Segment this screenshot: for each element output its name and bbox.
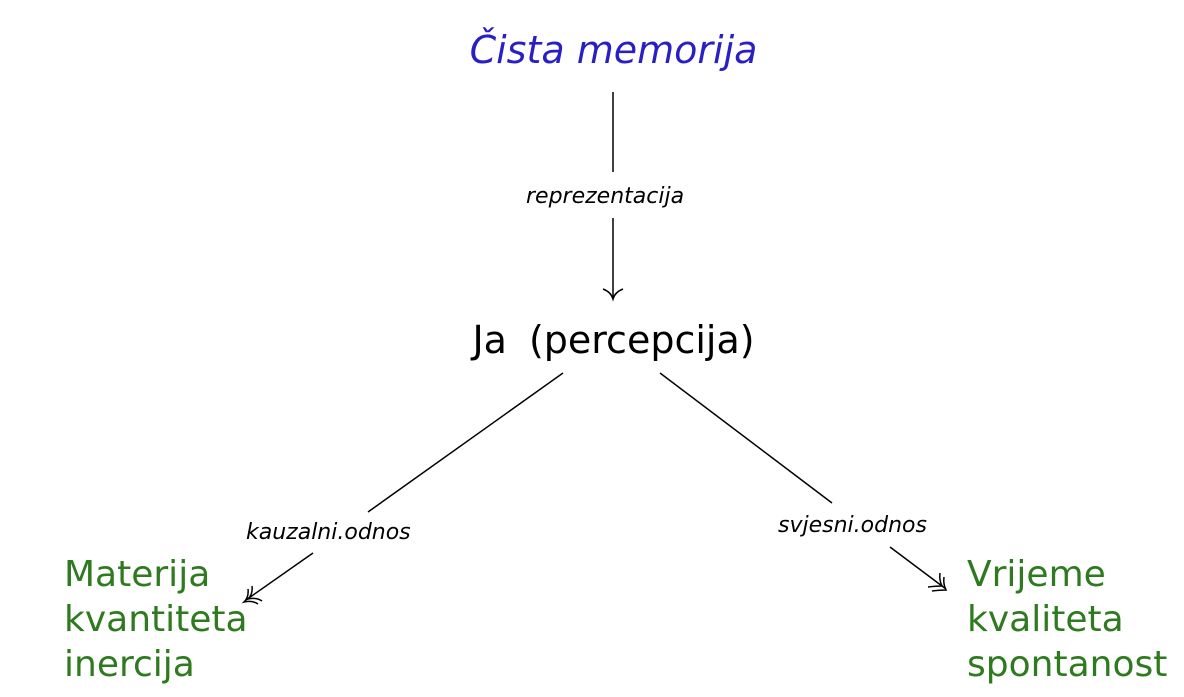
node-vrijeme: Vrijeme kvaliteta spontanost xyxy=(967,552,1167,687)
arrowhead-left xyxy=(241,588,259,605)
node-vrijeme-line-2: kvaliteta xyxy=(967,599,1124,640)
node-vrijeme-line-1: Vrijeme xyxy=(967,554,1106,595)
node-materija: Materija kvantiteta inercija xyxy=(64,552,248,687)
node-ja-label: Ja xyxy=(472,318,507,362)
edge-label-reprezentacija: reprezentacija xyxy=(522,182,689,211)
node-materija-line-3: inercija xyxy=(64,644,195,685)
node-ja-percepcija: Ja (percepcija) xyxy=(0,318,1184,362)
edge-middle-right-lower xyxy=(889,546,947,590)
edge-label-svjesni-odnos: svjesni.odnos xyxy=(774,511,931,540)
node-vrijeme-line-3: spontanost xyxy=(967,644,1168,685)
arrowhead-down xyxy=(602,288,624,302)
arrowhead-right-tail xyxy=(927,572,944,588)
edge-middle-left-upper xyxy=(367,372,564,513)
edge-middle-right-upper xyxy=(659,372,833,504)
arrowhead-left-tail xyxy=(245,585,263,602)
edge-label-kauzalni-odnos: kauzalni.odnos xyxy=(242,518,415,547)
node-materija-line-1: Materija xyxy=(64,554,211,595)
node-cista-memorija: Čista memorija xyxy=(469,28,758,72)
node-percepcija-label: (percepcija) xyxy=(528,318,755,362)
node-materija-line-2: kvantiteta xyxy=(64,599,248,640)
edge-middle-left-lower xyxy=(245,552,314,601)
arrowhead-right xyxy=(931,576,948,592)
